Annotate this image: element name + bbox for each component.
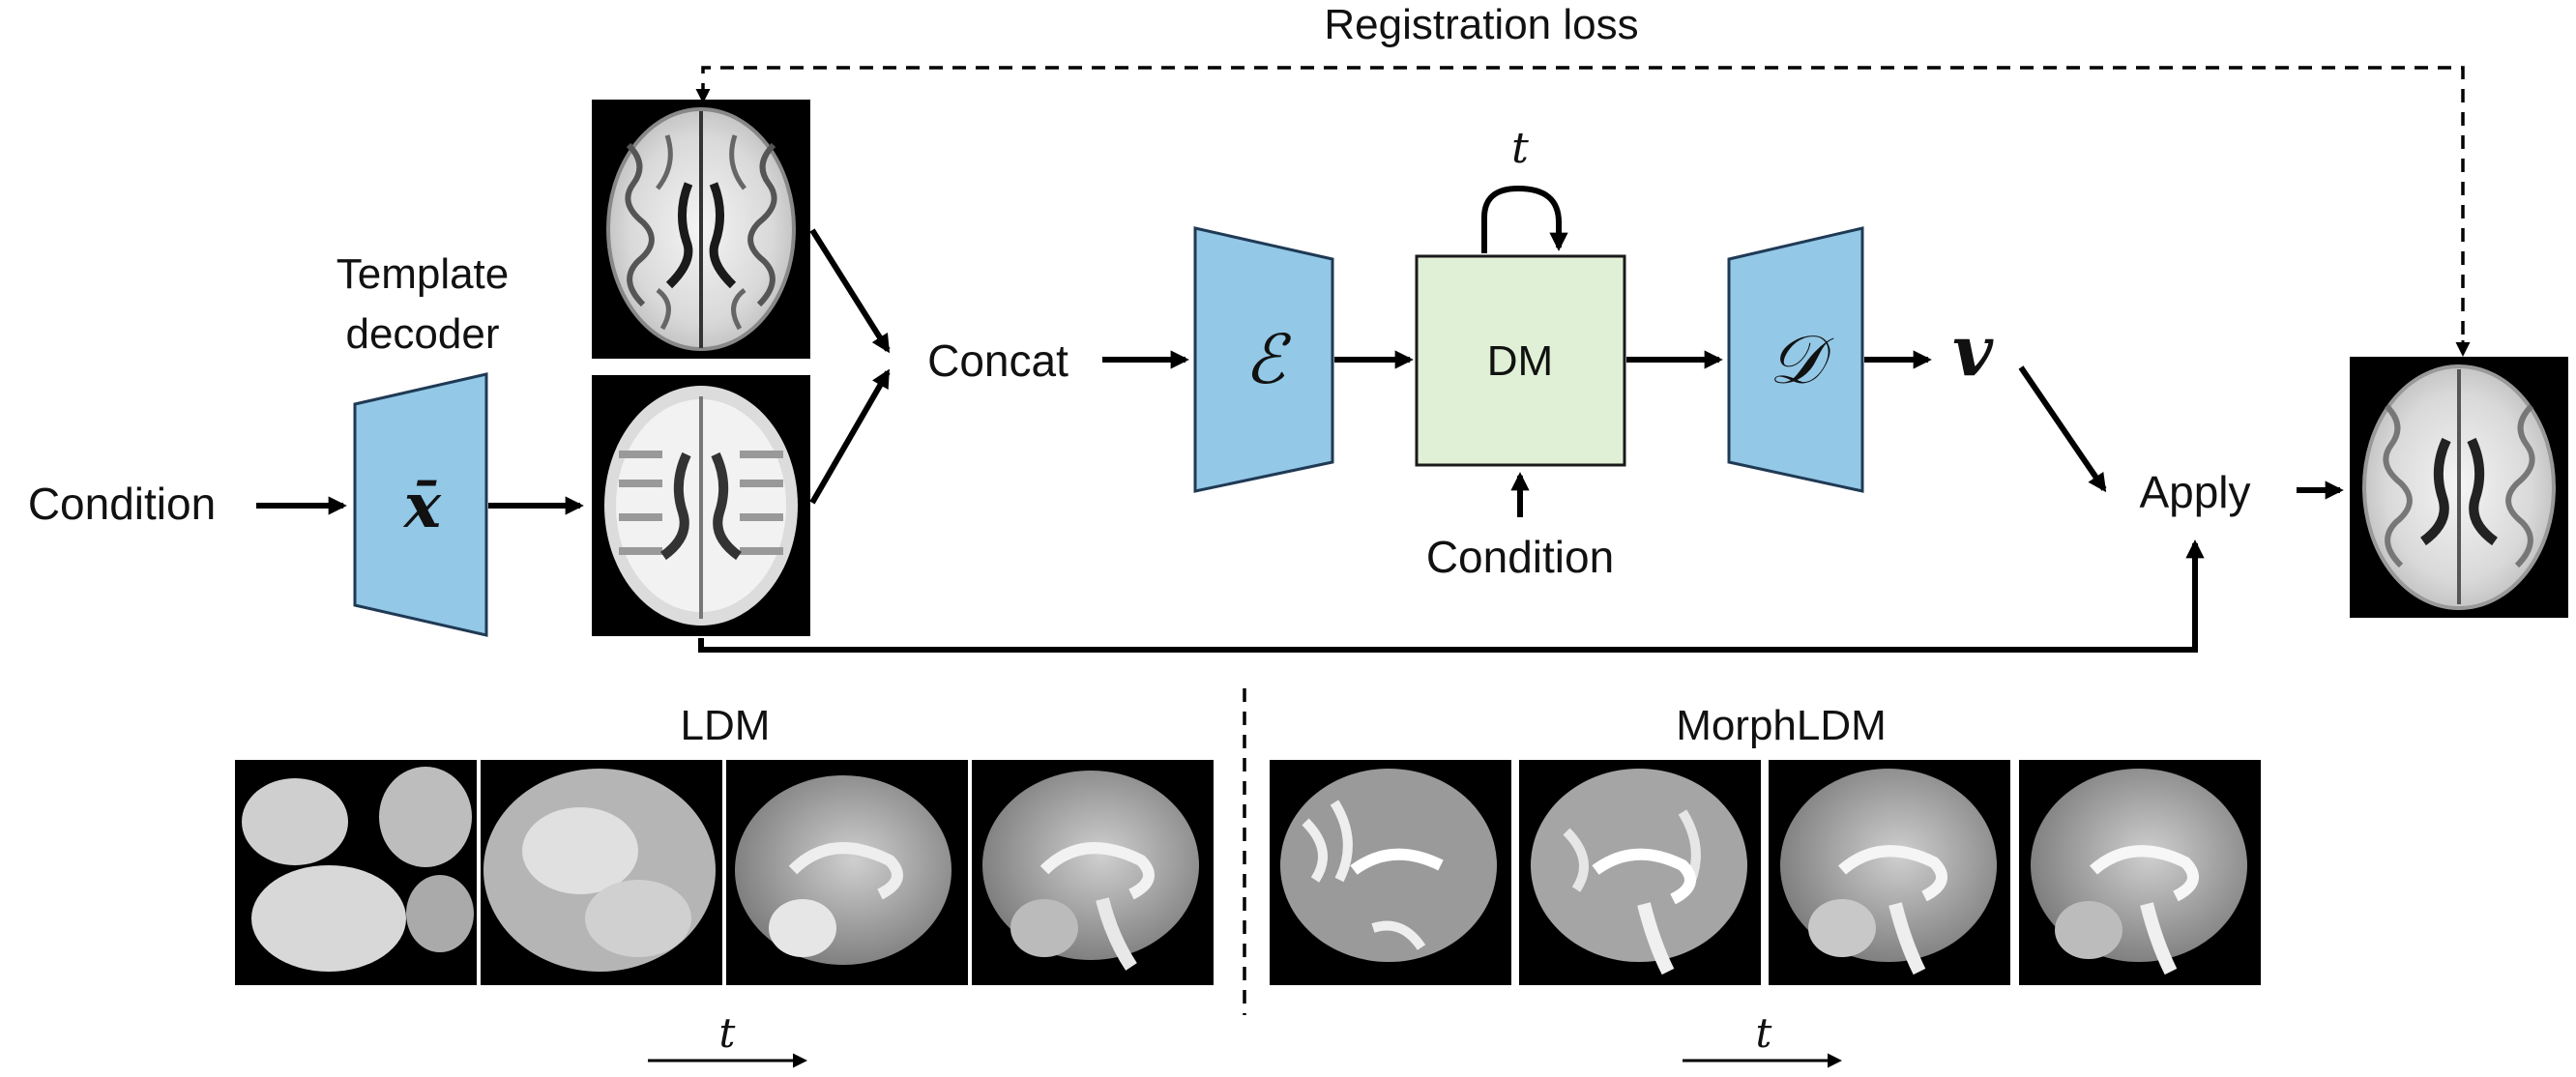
ldm-time-label: t: [719, 1009, 736, 1057]
template-decoder-symbol: x̄: [402, 470, 442, 542]
ldm-step-4-image: [972, 760, 1214, 985]
morphldm-step-2-image: [1519, 760, 1761, 985]
condition-dm-label: Condition: [1426, 532, 1614, 582]
dm-timestep-label: t: [1511, 124, 1529, 173]
morphldm-image-strip: [1270, 760, 2261, 985]
velocity-to-apply-arrow: [2018, 365, 2107, 493]
axial-template-image: [592, 375, 810, 636]
condition-input-label: Condition: [28, 479, 216, 529]
morphldm-title: MorphLDM: [1676, 702, 1887, 749]
concat-label: Concat: [927, 335, 1068, 386]
template-decoder-label-line1: Template: [337, 250, 510, 298]
template-decoder-block: [353, 372, 488, 637]
ldm-title: LDM: [681, 702, 771, 749]
registration-loss-path: [701, 66, 2465, 350]
dm-timestep-loop: [1481, 185, 1562, 253]
registration-loss-label: Registration loss: [1324, 1, 1638, 48]
encoder-block: [1193, 226, 1334, 493]
dm-label: DM: [1487, 337, 1553, 385]
morphldm-step-1-image: [1270, 760, 1511, 985]
ldm-step-3-image: [726, 760, 968, 985]
encoder-symbol: ℰ: [1244, 320, 1292, 399]
morphldm-step-3-image: [1769, 760, 2010, 985]
axial-sample-image: [592, 100, 810, 359]
registration-loss-loop: Registration loss: [695, 1, 2471, 357]
morphldm-step-4-image: [2019, 760, 2261, 985]
ldm-step-2-image: [481, 760, 722, 985]
velocity-symbol: v: [1952, 309, 1994, 392]
template-decoder-label-line2: decoder: [345, 310, 499, 358]
apply-label: Apply: [2139, 467, 2250, 517]
template-to-concat-arrow: [809, 368, 891, 505]
dm-block: [1415, 254, 1626, 467]
sample-to-concat-arrow: [809, 228, 891, 354]
output-axial-image: [2350, 357, 2568, 618]
ldm-step-1-image: [235, 760, 477, 985]
morphldm-time-label: t: [1756, 1009, 1772, 1057]
template-to-apply-path: [698, 551, 2198, 653]
ldm-image-strip: [235, 760, 1214, 985]
decoder-block: [1727, 226, 1864, 493]
